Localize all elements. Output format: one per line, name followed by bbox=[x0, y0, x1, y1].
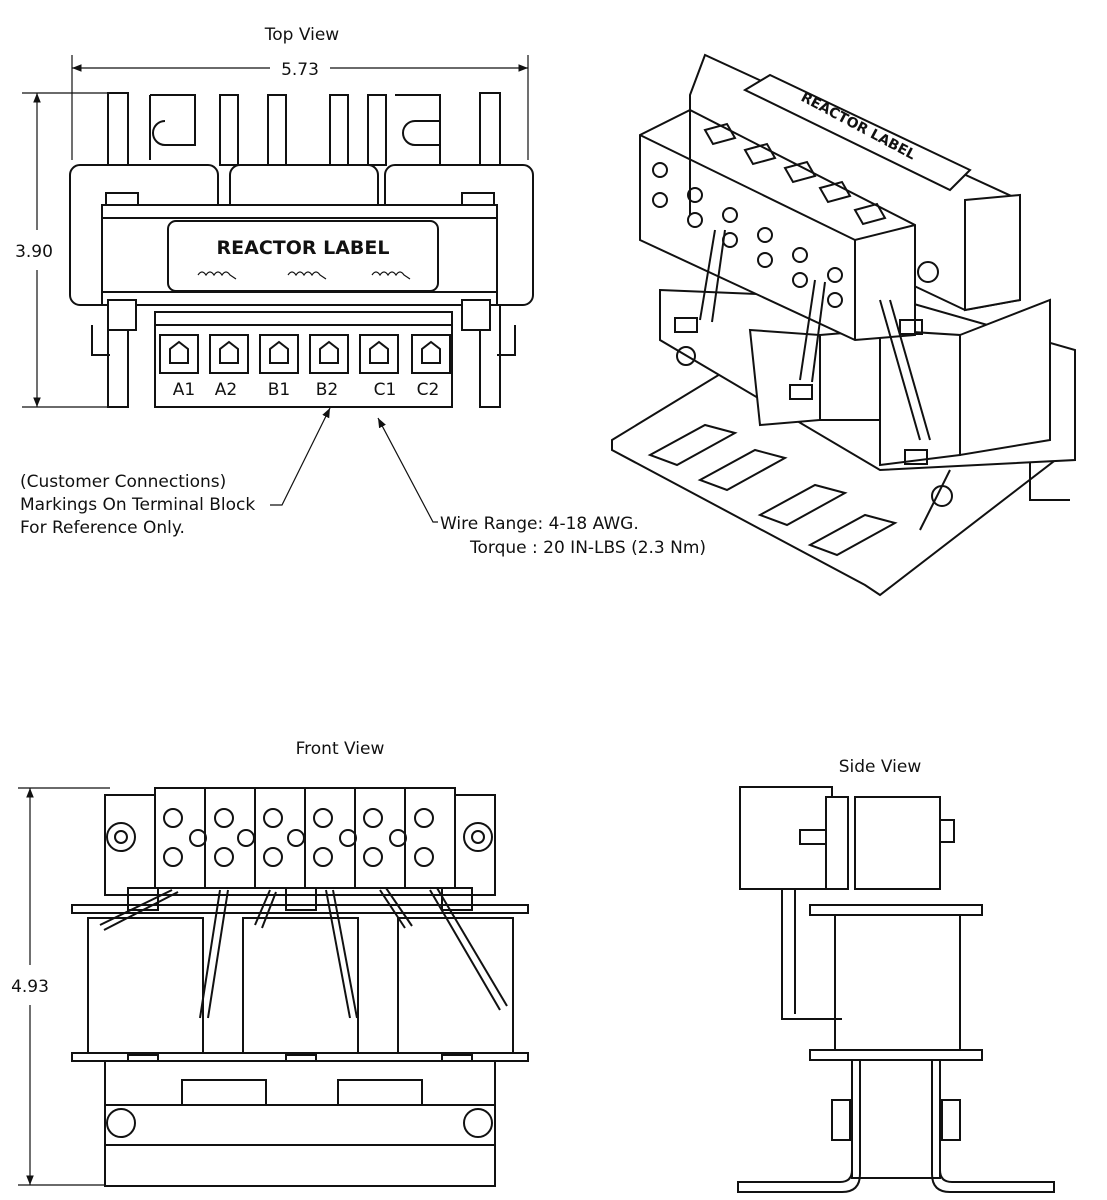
terminal-b1: B1 bbox=[268, 380, 290, 400]
height-dimension: 4.93 bbox=[11, 977, 49, 997]
terminal-a1: A1 bbox=[173, 380, 195, 400]
terminal-c2: C2 bbox=[417, 380, 440, 400]
note-wire-range: Wire Range: 4-18 AWG. bbox=[440, 514, 639, 534]
depth-dimension: 3.90 bbox=[15, 242, 53, 262]
note-customer-line1: (Customer Connections) bbox=[20, 472, 226, 492]
note-customer-line2: Markings On Terminal Block bbox=[20, 495, 255, 515]
front-view: Front View 4.93 bbox=[11, 739, 529, 1187]
front-view-title: Front View bbox=[296, 739, 385, 759]
terminal-c1: C1 bbox=[374, 380, 397, 400]
side-view: Side View bbox=[737, 757, 1055, 1193]
terminal-a2: A2 bbox=[215, 380, 237, 400]
top-view-title: Top View bbox=[264, 25, 340, 45]
note-customer-line3: For Reference Only. bbox=[20, 518, 185, 538]
top-view-label: REACTOR LABEL bbox=[217, 237, 390, 259]
side-view-title: Side View bbox=[839, 757, 922, 777]
notes: (Customer Connections) Markings On Termi… bbox=[20, 472, 706, 558]
isometric-view: REACTOR LABEL bbox=[611, 53, 1076, 597]
terminal-b2: B2 bbox=[316, 380, 338, 400]
width-dimension: 5.73 bbox=[281, 60, 319, 80]
note-torque: Torque : 20 IN-LBS (2.3 Nm) bbox=[469, 538, 706, 558]
top-view: Top View 5.73 3.90 bbox=[15, 25, 534, 523]
